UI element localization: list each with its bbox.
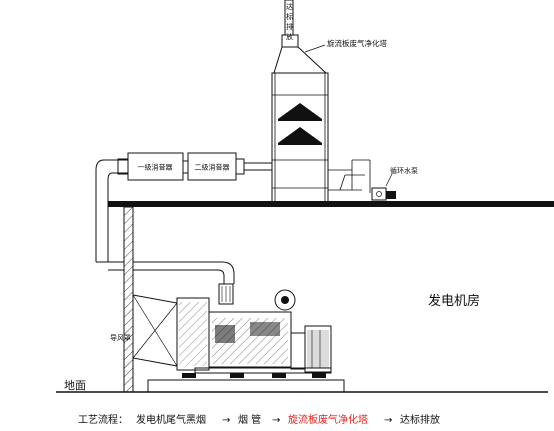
water-loop xyxy=(328,159,371,193)
exhaust-duct-horizontal xyxy=(96,261,235,284)
pump-leader xyxy=(385,173,393,187)
tower-label: 旋流板废气净化塔 xyxy=(327,38,387,48)
exhaust-duct-vertical xyxy=(95,159,128,262)
process-arrow-2: → xyxy=(272,415,280,426)
process-step-2: 烟 管 xyxy=(238,413,261,426)
tower-body xyxy=(271,72,329,206)
floor-slab xyxy=(108,201,554,207)
foundation xyxy=(147,379,345,393)
muffler-2 xyxy=(187,152,245,181)
process-step-3: 旋流板废气净化塔 xyxy=(288,413,368,426)
process-step-4: 达标排放 xyxy=(400,413,440,426)
pump-label: 循环水泵 xyxy=(390,166,418,175)
swirl-plates xyxy=(278,103,322,145)
muffler-1-label: 一级消音器 xyxy=(138,163,173,172)
process-step-1: 发电机尾气黑烟 xyxy=(136,413,206,426)
ground-label: 地面 xyxy=(64,379,86,392)
tower-leader xyxy=(304,44,326,53)
process-arrow-3: → xyxy=(384,415,392,426)
pump xyxy=(371,187,396,201)
exhaust-pipe-to-tower xyxy=(244,162,272,171)
room-label: 发电机房 xyxy=(428,293,480,309)
muffler-2-label: 二级消音器 xyxy=(195,163,230,172)
emission-vertical-label: 达 标 排 放 xyxy=(286,2,295,41)
process-arrow-1: → xyxy=(222,415,230,426)
support-column xyxy=(123,206,134,393)
generator-set xyxy=(176,283,332,378)
process-label: 工艺流程： xyxy=(78,413,128,426)
guide-hood xyxy=(132,294,178,367)
muffler-connector xyxy=(182,160,189,174)
tower-cap xyxy=(273,46,328,74)
hood-label: 导风罩 xyxy=(110,334,131,342)
process-flow: 工艺流程： 发电机尾气黑烟 → 烟 管 → 旋流板废气净化塔 → 达标排放 xyxy=(78,413,440,426)
